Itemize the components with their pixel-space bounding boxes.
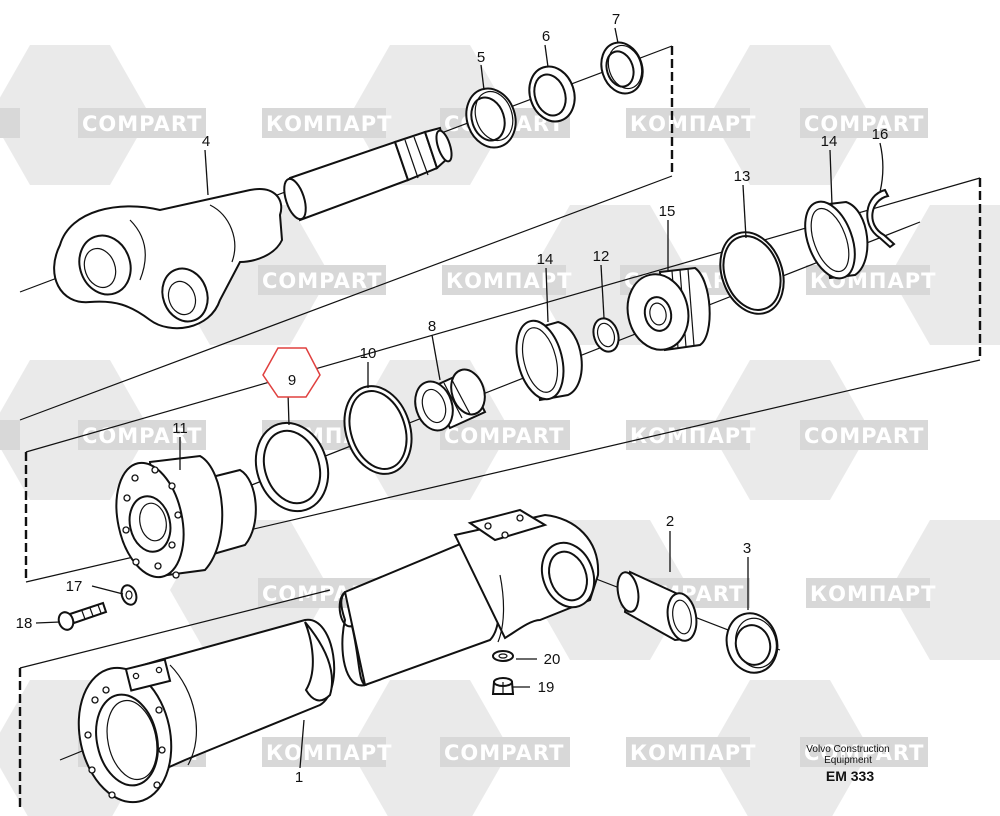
grease-nipple-19[interactable] <box>491 677 515 695</box>
pin-seal[interactable] <box>720 608 784 679</box>
watermark-text: COMPART <box>82 112 202 136</box>
callout-20: 20 <box>544 651 561 668</box>
watermark-text: КОМПАРТ <box>630 741 756 765</box>
callout-16: 16 <box>872 126 889 143</box>
barrel-rear[interactable] <box>338 508 603 687</box>
callout-18: 18 <box>16 615 33 632</box>
watermark-text: COMPART <box>262 269 382 293</box>
leader-lines <box>35 27 884 769</box>
diagram-caption: Volvo Construction Equipment EM 333 <box>806 744 889 784</box>
washer-17[interactable] <box>119 583 139 607</box>
caption-line-2: Equipment <box>824 755 872 766</box>
callout-13: 13 <box>734 168 751 185</box>
piston-seal-14[interactable] <box>509 316 583 404</box>
callout-11: 11 <box>172 420 188 437</box>
watermark-text: КОМПАРТ <box>630 424 756 448</box>
piston[interactable] <box>621 266 711 355</box>
callout-17: 17 <box>66 578 83 595</box>
callout-6: 6 <box>542 28 550 45</box>
watermark-text: COMPART <box>444 741 564 765</box>
back-up-ring[interactable] <box>334 377 423 482</box>
callout-4: 4 <box>202 133 210 150</box>
rod-seal[interactable] <box>459 82 523 154</box>
wiper-ring[interactable] <box>595 37 649 99</box>
watermark-text: COMPART <box>804 741 924 765</box>
callout-5: 5 <box>477 49 485 66</box>
guide-bushing[interactable] <box>409 365 490 435</box>
part-9-highlight <box>262 347 321 398</box>
watermark-text: COMPART <box>444 424 564 448</box>
callout-15: 15 <box>659 203 676 220</box>
caption-code: EM 333 <box>826 768 874 784</box>
callout-14-middle: 14 <box>537 251 554 268</box>
cylinder-head[interactable] <box>107 454 257 583</box>
callout-7: 7 <box>612 11 620 28</box>
watermark-text: КОМПАРТ <box>630 112 756 136</box>
o-ring-12[interactable] <box>589 315 622 355</box>
wear-ring[interactable] <box>522 61 581 128</box>
watermark-text: COMPART <box>82 424 202 448</box>
bushing[interactable] <box>615 570 700 643</box>
watermark-text: КОМПАРТ <box>446 269 572 293</box>
callout-3: 3 <box>743 540 751 557</box>
watermark-text: КОМПАРТ <box>266 741 392 765</box>
callout-1: 1 <box>295 769 303 786</box>
callout-12: 12 <box>593 248 610 265</box>
washer-20[interactable] <box>492 650 514 662</box>
callout-labels: 4 5 6 7 8 9 10 11 12 13 14 14 15 16 17 1… <box>16 11 889 786</box>
callout-14-right: 14 <box>821 133 838 150</box>
watermark-text: COMPART <box>804 424 924 448</box>
screw-18[interactable] <box>56 601 108 632</box>
callout-2: 2 <box>666 513 674 530</box>
snap-ring[interactable] <box>866 188 896 249</box>
ring-13[interactable] <box>709 223 794 322</box>
explosion-frame-lower <box>18 589 331 808</box>
piston-rod-eye[interactable] <box>53 126 455 330</box>
callout-8: 8 <box>428 318 436 335</box>
callout-10: 10 <box>360 345 377 362</box>
caption-line-1: Volvo Construction <box>806 744 889 755</box>
watermark-text: КОМПАРТ <box>810 582 936 606</box>
piston-seal-14-right[interactable] <box>796 195 869 285</box>
cylinder-barrel[interactable] <box>67 618 336 811</box>
callout-19: 19 <box>538 679 555 696</box>
watermark-text: COMPART <box>804 112 924 136</box>
callout-9: 9 <box>288 372 296 389</box>
watermark-text: КОМПАРТ <box>266 112 392 136</box>
o-ring-9[interactable] <box>245 413 339 520</box>
